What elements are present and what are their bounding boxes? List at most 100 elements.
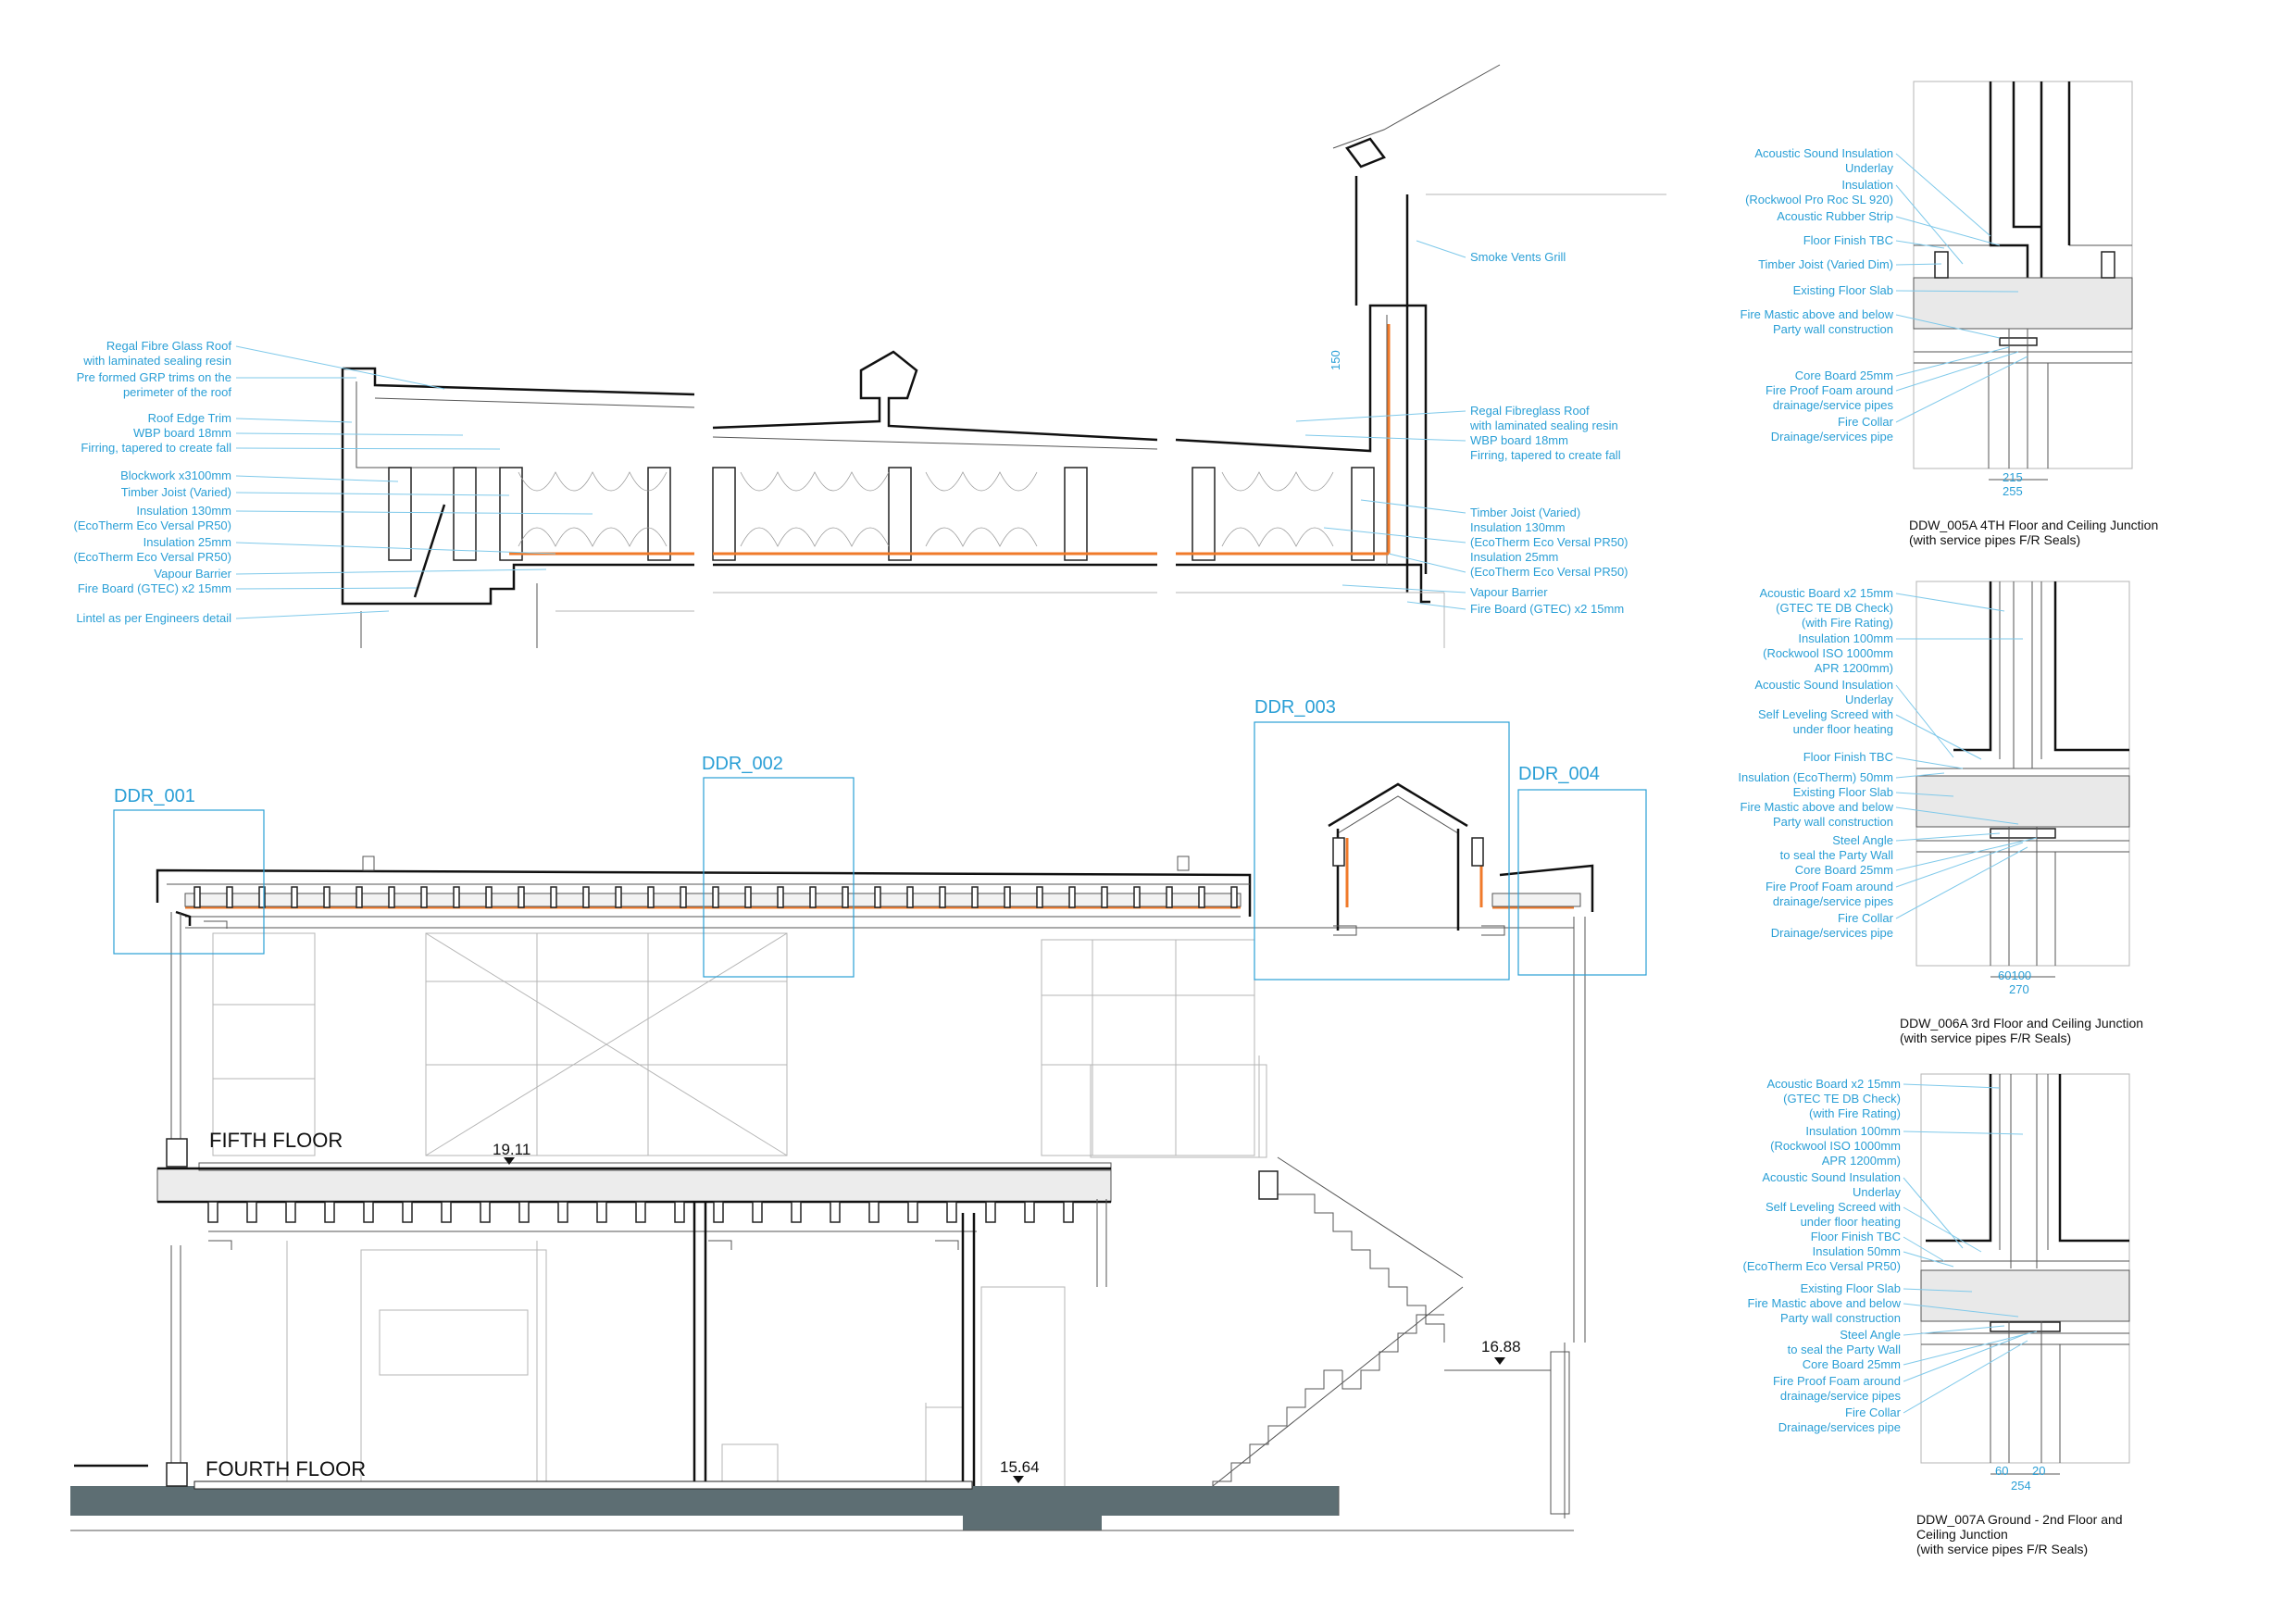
joist [1063,1201,1074,1223]
joist [550,886,557,908]
joist [246,1201,257,1223]
joist [907,1201,918,1223]
label: APR 1200mm) [1822,1154,1901,1168]
label: Fire Mastic above and below [1741,800,1894,814]
label: Insulation [1841,178,1893,192]
label: Fire Mastic above and below [1741,307,1894,321]
ddr-003-box [1254,721,1510,981]
joist [713,1201,724,1223]
label: Drainage/services pipe [1771,926,1893,940]
joist [680,886,687,908]
label: Floor Finish TBC [1811,1230,1901,1243]
label: Roof Edge Trim [148,411,231,425]
label: Blockwork x3100mm [120,468,231,482]
dim-20: 20 [2032,1464,2045,1478]
joist [480,1201,491,1223]
label: Timber Joist (Varied Dim) [1758,257,1893,271]
label: Fire Proof Foam around [1766,383,1893,397]
label: Fire Mastic above and below [1748,1296,1902,1310]
joist [1166,886,1173,908]
label: to seal the Party Wall [1780,848,1893,862]
ddw-006a-caption-sub: (with service pipes F/R Seals) [1900,1031,2071,1045]
label: drainage/service pipes [1780,1389,1902,1403]
detail-reference-boxes: DDR_001 DDR_002 DDR_003 DDR_004 [113,697,1647,981]
ddr-003-label: DDR_003 [1254,697,1336,718]
ddw-005a-detail: 215 255 Acoustic Sound Insulation Underl… [1741,81,2158,547]
label: Floor Finish TBC [1803,233,1893,247]
joist [752,1201,763,1223]
label: drainage/service pipes [1773,398,1894,412]
joist [674,1201,685,1223]
joist [874,886,881,908]
joist [1024,1201,1035,1223]
ddr-002-label: DDR_002 [702,754,783,774]
ddw-005a-caption: DDW_005A 4TH Floor and Ceiling Junction [1909,518,2158,532]
joist [615,886,622,908]
ddw-007a-caption: DDW_007A Ground - 2nd Floor and [1916,1512,2123,1527]
fifth-floor-joists [207,1201,1074,1223]
joist [518,886,525,908]
label: Core Board 25mm [1795,369,1893,382]
label: Underlay [1845,693,1894,706]
label: Lintel as per Engineers detail [76,611,231,625]
level-19-11: 19.11 [493,1141,530,1158]
joist [946,1201,957,1223]
level-16-88: 16.88 [1481,1338,1521,1355]
joist [323,886,331,908]
fifth-floor-slab [156,1162,1279,1491]
label: Smoke Vents Grill [1470,250,1566,264]
label: under floor heating [1793,722,1893,736]
roof-detail-left-labels: Regal Fibre Glass Roof with laminated se… [73,339,231,625]
joist [830,1201,841,1223]
label: Fire Proof Foam around [1766,880,1893,893]
joist [453,886,460,908]
label: Floor Finish TBC [1803,750,1893,764]
ddw-005a-leaders [1895,153,2028,423]
label: with laminated sealing resin [1469,418,1618,432]
joist [1004,886,1011,908]
label: (EcoTherm Eco Versal PR50) [73,518,231,532]
joist [985,1201,996,1223]
joist [193,886,201,908]
label: Steel Angle [1832,833,1893,847]
label: Insulation (EcoTherm) 50mm [1738,770,1893,784]
ddw-006a-labels: Acoustic Board x2 15mm (GTEC TE DB Check… [1738,586,1893,940]
label: WBP board 18mm [133,426,231,440]
roof-edge-detail: 150 Regal Fibre Glass Roof with laminate… [73,64,1666,648]
joist [402,1201,413,1223]
label: Insulation 100mm [1805,1124,1901,1138]
joist [356,886,363,908]
label: Insulation 50mm [1813,1244,1901,1258]
roof-detail-right-leaders [1295,240,1466,610]
level-15-64: 15.64 [1000,1458,1040,1476]
label: Fire Proof Foam around [1773,1374,1901,1388]
joist [809,886,817,908]
ddw-007a-leaders [1903,1083,2038,1414]
label: Party wall construction [1780,1311,1901,1325]
label: (Rockwool Pro Roc SL 920) [1745,193,1893,206]
label: under floor heating [1801,1215,1901,1229]
label: Drainage/services pipe [1778,1420,1901,1434]
label: (with Fire Rating) [1809,1106,1901,1120]
dim-150: 150 [1329,350,1342,370]
joist [906,886,914,908]
joist [842,886,849,908]
joist [596,1201,607,1223]
joist [868,1201,880,1223]
joist [1198,886,1205,908]
roof-detail-left-segment [341,367,695,648]
label: Acoustic Sound Insulation [1754,146,1893,160]
label: Fire Collar [1845,1405,1902,1419]
label: Regal Fibre Glass Roof [106,339,231,353]
label: (with Fire Rating) [1802,616,1893,630]
label: WBP board 18mm [1470,433,1568,447]
label: (GTEC TE DB Check) [1776,601,1893,615]
label: Underlay [1853,1185,1902,1199]
ddr-002-box [703,777,855,978]
label: Underlay [1845,161,1894,175]
joist [777,886,784,908]
dim-254: 254 [2011,1479,2031,1493]
label: (GTEC TE DB Check) [1783,1092,1901,1106]
ddr-001-label: DDR_001 [114,786,195,806]
